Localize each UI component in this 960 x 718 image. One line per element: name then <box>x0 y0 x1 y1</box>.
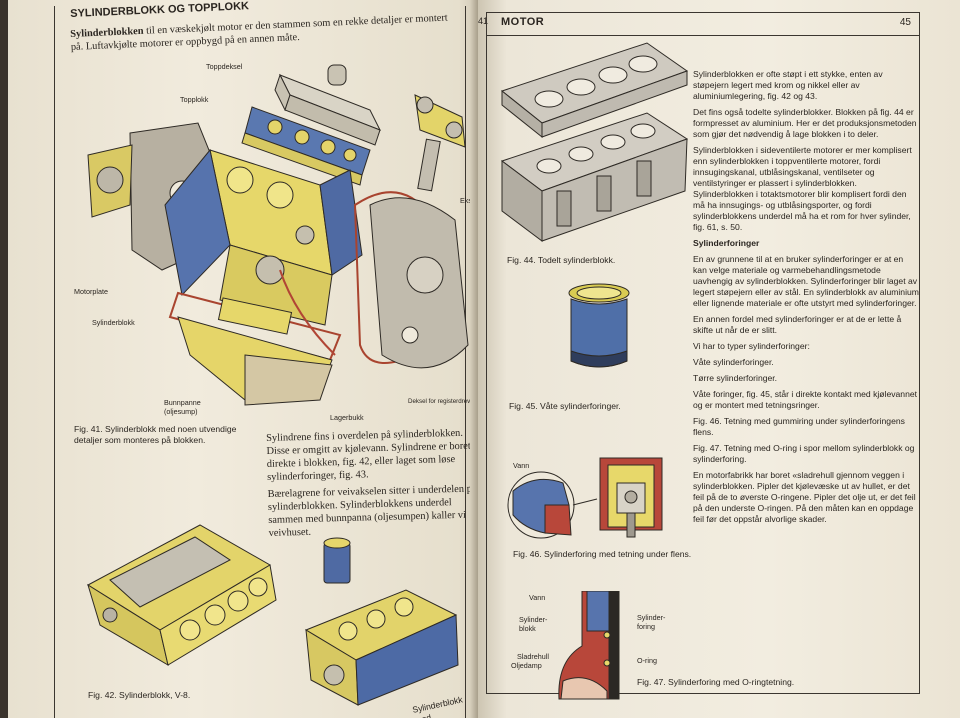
fig42-v8-block <box>87 524 277 667</box>
page-number: 45 <box>899 17 911 28</box>
fig46-label-vann: Vann <box>513 461 530 470</box>
label-sylinderblokk: Sylinderblokk <box>92 318 135 327</box>
cylinder-block <box>164 148 363 326</box>
label-oljesump: (oljesump) <box>164 407 198 416</box>
right-body-text: Sylinderblokken er ofte støpt i ett styk… <box>693 69 919 530</box>
dipstick-tube <box>279 269 336 356</box>
section-p4: Våte sylinderforinger. <box>693 357 774 367</box>
corner-page-number: 41 <box>478 16 489 26</box>
section-p8: Fig. 47. Tetning med O-ring i spor mello… <box>693 443 915 464</box>
intro-bold: Sylinderblokken <box>70 25 144 40</box>
rocker-cover <box>274 64 382 146</box>
upper-block-half <box>500 42 689 139</box>
left-body-p1: Sylindrene fins i overdelen på sylinderb… <box>266 427 471 483</box>
exhaust-manifold <box>414 94 466 192</box>
fig47-label-sylinderforing: Sylinder-foring <box>637 613 666 631</box>
label-bunnpanne: Bunnpanne <box>164 398 201 407</box>
cylinder-head <box>241 106 371 186</box>
fig43-block-with-liner <box>304 537 459 706</box>
page-header: MOTOR 45 <box>487 13 919 36</box>
fig46-caption: Fig. 46. Sylinderforing med tetning unde… <box>513 549 692 559</box>
label-toppdeksel: Toppdeksel <box>206 62 243 71</box>
fig47-label-sylinderblokk: Sylinder-blokk <box>519 615 548 633</box>
fig41-caption: Fig. 41. Sylinderblokk med noen utvendig… <box>74 424 237 445</box>
fig44-two-part-block <box>500 42 689 242</box>
section-p5: Tørre sylinderforinger. <box>693 373 778 383</box>
fig47-label-oljedamp: Oljedamp <box>511 661 542 670</box>
fig47-oring-seal <box>558 591 620 700</box>
fig47-label-oring: O-ring <box>637 656 657 665</box>
label-deksel: Deksel for registerdrev <box>408 398 471 405</box>
section-p2: En annen fordel med sylinderforinger er … <box>693 314 902 335</box>
right-p3: Sylinderblokken i sideventilerte motorer… <box>693 145 912 232</box>
fig46-flange-seal <box>507 457 663 539</box>
left-body-p2: Bærelagrene for veivakselen sitter i und… <box>267 483 477 539</box>
label-topplokk: Topplokk <box>180 95 209 104</box>
section-p9: En motorfabrikk har boret «sladrehull gj… <box>693 470 916 524</box>
label-eksos: Eksos <box>460 196 478 205</box>
fig45-wet-liner <box>568 283 630 368</box>
right-p1: Sylinderblokken er ofte støpt i ett styk… <box>693 69 883 101</box>
fig47-label-vann: Vann <box>529 593 546 602</box>
section-heading: Sylinderforinger <box>693 238 760 248</box>
section-p7: Fig. 46. Tetning med gummiring under syl… <box>693 416 905 437</box>
section-p1: En av grunnene til at en bruker sylinder… <box>693 254 919 308</box>
timing-cover <box>369 197 469 369</box>
section-p6: Våte foringer, fig. 45, står i direkte k… <box>693 389 918 410</box>
oil-sump <box>177 297 333 406</box>
fig47-label-sladrehull: Sladrehull <box>517 652 549 661</box>
label-lagerbukk: Lagerbukk <box>330 413 364 422</box>
left-body-text: Sylindrene fins i overdelen på sylinderb… <box>266 427 478 544</box>
fig44-caption: Fig. 44. Todelt sylinderblokk. <box>507 255 616 265</box>
right-p2: Det fins også todelte sylinderblokker. B… <box>693 107 917 139</box>
fig42-caption: Fig. 42. Sylinderblokk, V-8. <box>88 690 191 700</box>
section-p3: Vi har to typer sylinderforinger: <box>693 341 810 351</box>
right-page: 41 MOTOR 45 <box>478 0 960 718</box>
fig47-caption: Fig. 47. Sylinderforing med O-ringtetnin… <box>637 677 795 687</box>
section-title: MOTOR <box>501 16 545 28</box>
left-page-frame <box>54 6 466 718</box>
left-page: SYLINDERBLOKK OG TOPPLOKK Sylinderblokke… <box>8 0 478 718</box>
fig45-caption: Fig. 45. Våte sylinderforinger. <box>509 401 621 411</box>
lower-block-half <box>500 112 689 242</box>
right-page-frame: MOTOR 45 <box>486 12 920 700</box>
fig41-engine-illustration <box>87 64 469 406</box>
label-motorplate: Motorplate <box>74 287 108 296</box>
